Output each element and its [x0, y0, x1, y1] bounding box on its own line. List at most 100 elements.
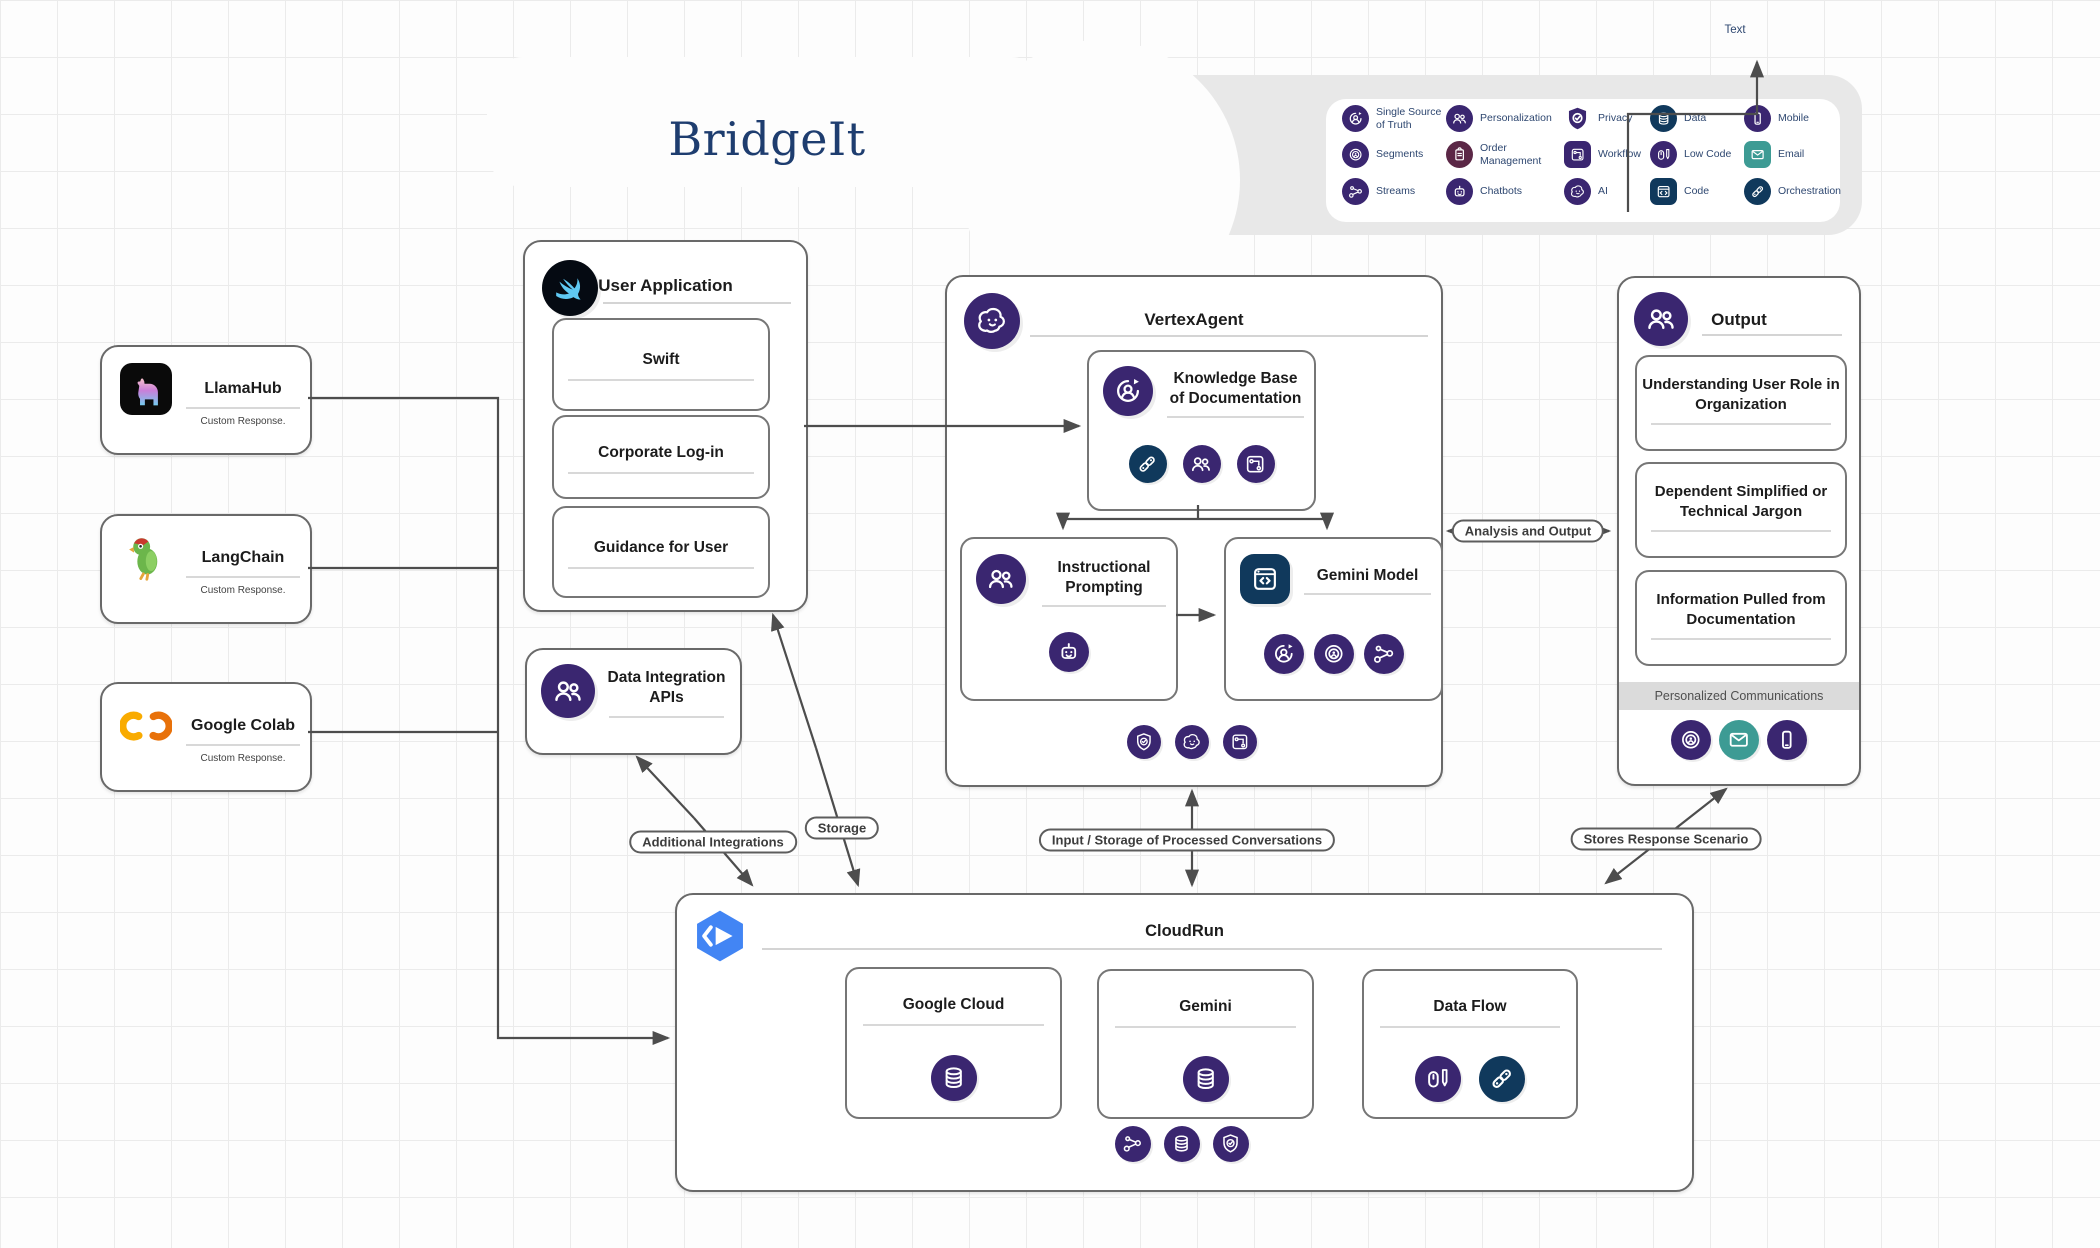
- email-icon: [1719, 720, 1759, 760]
- divider: [186, 407, 300, 409]
- connector-label-stores-response[interactable]: Stores Response Scenario: [1570, 827, 1762, 851]
- node-swift[interactable]: Swift: [552, 318, 770, 411]
- node-corporate-login[interactable]: Corporate Log-in: [552, 415, 770, 499]
- data-icon: [930, 1055, 977, 1101]
- code-icon: [1650, 178, 1677, 205]
- divider: [186, 576, 300, 578]
- title-panel: [487, 57, 1047, 187]
- legend-item-mobile: Mobile: [1744, 105, 1864, 132]
- node-title: Output: [1711, 310, 1767, 329]
- node-title: VertexAgent: [1144, 310, 1244, 329]
- divider: [609, 716, 724, 719]
- inner-title: Understanding User Role in Organization: [1642, 376, 1840, 413]
- node-data-integration-apis[interactable]: Data Integration APIs: [525, 648, 742, 755]
- node-google-cloud[interactable]: Google Cloud: [845, 967, 1062, 1119]
- order-management-icon: [1446, 141, 1473, 168]
- node-title: Data Integration APIs: [607, 669, 726, 707]
- node-subtitle: Custom Response.: [200, 585, 286, 596]
- node-data-flow[interactable]: Data Flow: [1362, 969, 1578, 1119]
- divider: [762, 948, 1662, 950]
- inner-title: Google Cloud: [902, 996, 1005, 1013]
- divider: [186, 744, 300, 746]
- node-output[interactable]: Output Understanding User Role in Organi…: [1617, 276, 1861, 786]
- data-icon: [1182, 1056, 1229, 1102]
- ai-icon: [1564, 178, 1591, 205]
- node-vertex-agent[interactable]: VertexAgent Knowledge Base of Documentat…: [945, 275, 1443, 787]
- legend-item-email: Email: [1744, 141, 1864, 168]
- privacy-icon: [1127, 725, 1161, 759]
- node-llamahub[interactable]: LlamaHub Custom Response.: [100, 345, 312, 455]
- workflow-icon: [1564, 141, 1591, 168]
- wire-addint-up: [635, 755, 695, 819]
- divider: [568, 567, 754, 570]
- divider: [863, 1024, 1044, 1027]
- low-code-icon: [1650, 141, 1677, 168]
- node-langchain[interactable]: LangChain Custom Response.: [100, 514, 312, 624]
- legend-item-ai: AI: [1564, 178, 1658, 205]
- divider: [1030, 335, 1428, 337]
- privacy-icon: [1213, 1126, 1249, 1162]
- node-subtitle: Custom Response.: [200, 416, 286, 427]
- connector-label-storage[interactable]: Storage: [804, 816, 880, 840]
- ai-icon: [1175, 725, 1209, 759]
- personalization-icon: [541, 664, 595, 718]
- streams-icon: [1115, 1126, 1151, 1162]
- orchestration-icon: [1744, 178, 1771, 205]
- node-understanding-user-role[interactable]: Understanding User Role in Organization: [1635, 355, 1847, 451]
- inner-title: Information Pulled from Documentation: [1656, 591, 1826, 628]
- personalized-communications-bar: Personalized Communications: [1619, 682, 1859, 710]
- streams-icon: [1342, 178, 1369, 205]
- node-user-application[interactable]: User Application Swift Corporate Log-in …: [523, 240, 808, 612]
- single-source-of-truth-icon: [1263, 634, 1304, 674]
- node-dependent-jargon[interactable]: Dependent Simplified or Technical Jargon: [1635, 462, 1847, 558]
- node-gemini-model[interactable]: Gemini Model: [1224, 537, 1443, 701]
- legend-item-personalization: Personalization: [1446, 105, 1564, 132]
- divider: [1115, 1026, 1296, 1029]
- node-guidance-for-user[interactable]: Guidance for User: [552, 506, 770, 598]
- segments-icon: [1671, 720, 1711, 760]
- node-title: LlamaHub: [204, 380, 282, 397]
- page-title: BridgeIt: [668, 112, 866, 166]
- node-title: Google Colab: [191, 717, 295, 734]
- segments-icon: [1342, 141, 1369, 168]
- legend-item-low-code: Low Code: [1650, 141, 1750, 168]
- single-source-of-truth-icon: [1342, 105, 1369, 132]
- legend-item-code: Code: [1650, 178, 1750, 205]
- node-information-pulled[interactable]: Information Pulled from Documentation: [1635, 570, 1847, 666]
- divider: [1304, 593, 1431, 596]
- ai-icon: [964, 293, 1020, 349]
- connector-label-input-storage[interactable]: Input / Storage of Processed Conversatio…: [1038, 828, 1336, 852]
- node-knowledge-base[interactable]: Knowledge Base of Documentation: [1087, 350, 1316, 511]
- node-title: User Application: [598, 276, 733, 295]
- inner-title: Dependent Simplified or Technical Jargon: [1654, 483, 1828, 520]
- segments-icon: [1313, 634, 1354, 674]
- legend-item-data: Data: [1650, 105, 1750, 132]
- divider: [568, 379, 754, 382]
- divider: [1702, 334, 1842, 336]
- inner-title: Corporate Log-in: [598, 444, 724, 461]
- email-icon: [1744, 141, 1771, 168]
- chatbots-icon: [1446, 178, 1473, 205]
- data-icon: [1164, 1126, 1200, 1162]
- inner-title: Knowledge Base of Documentation: [1169, 370, 1302, 408]
- parrot-logo-icon: [120, 532, 172, 584]
- node-instructional-prompting[interactable]: Instructional Prompting: [960, 537, 1178, 701]
- legend-item-streams: Streams: [1342, 178, 1448, 205]
- connector-label-additional-integrations[interactable]: Additional Integrations: [629, 830, 797, 854]
- node-google-colab[interactable]: Google Colab Custom Response.: [100, 682, 312, 792]
- node-cloudrun[interactable]: CloudRun Google Cloud Gemini Data Flow: [675, 893, 1694, 1192]
- legend-item-order-management: Order Management: [1446, 141, 1564, 168]
- node-gemini[interactable]: Gemini: [1097, 969, 1314, 1119]
- workflow-icon: [1236, 445, 1275, 483]
- node-title: CloudRun: [1145, 922, 1224, 940]
- wire-storage-up: [771, 612, 818, 749]
- inner-title: Guidance for User: [593, 539, 729, 556]
- connector-label-analysis-output[interactable]: Analysis and Output: [1451, 519, 1605, 543]
- colab-logo-icon: [118, 700, 174, 752]
- streams-icon: [1363, 634, 1404, 674]
- divider: [1651, 638, 1831, 640]
- inner-title: Gemini: [1179, 998, 1232, 1015]
- privacy-icon: [1564, 105, 1591, 132]
- orchestration-icon: [1479, 1056, 1525, 1102]
